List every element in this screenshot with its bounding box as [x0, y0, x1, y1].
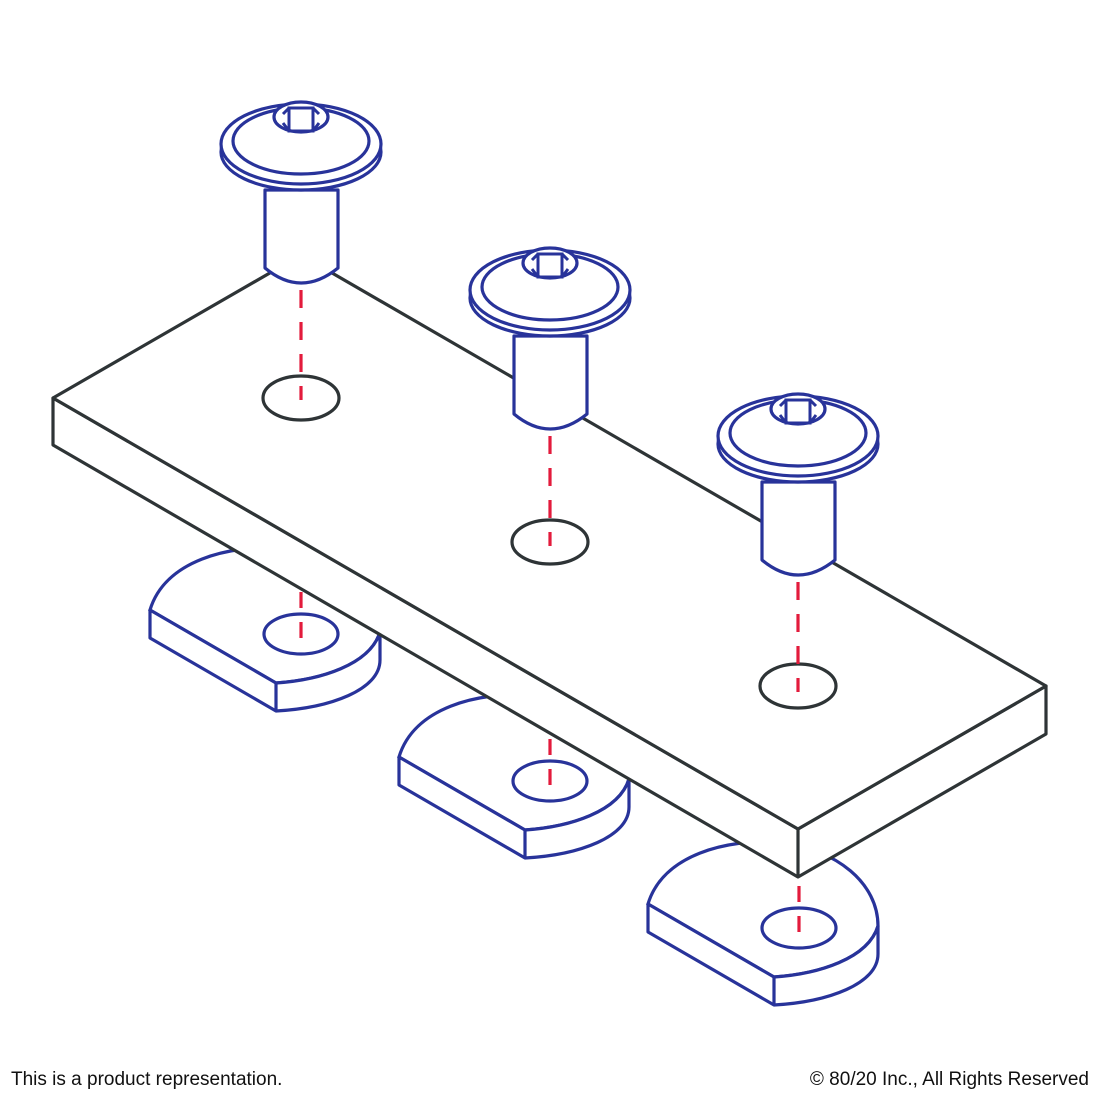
copyright-text: © 80/20 Inc., All Rights Reserved: [809, 1069, 1089, 1090]
disclaimer-text: This is a product representation.: [11, 1069, 283, 1090]
plate-hole-2: [510, 518, 590, 566]
t-nut-3: [646, 840, 880, 1007]
plate-hole-1: [261, 374, 341, 422]
